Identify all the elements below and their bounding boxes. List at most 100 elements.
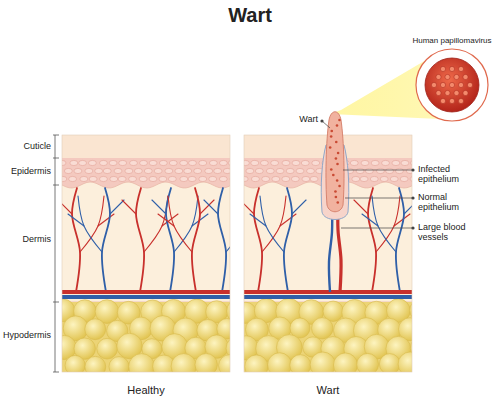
skin-cell [272,176,280,181]
capsomere [440,82,445,87]
skin-cell [149,160,157,165]
skin-cell [149,176,157,181]
skin-cell [251,160,259,165]
fat-cell [219,355,230,372]
skin-cell [307,168,315,173]
skin-cell [370,176,378,181]
capsomere [458,82,463,87]
blood-vessel [354,200,368,214]
capsomere [449,82,454,87]
skin-cell [180,176,188,181]
skin-cell [365,168,373,173]
leader-line [343,170,413,171]
blood-vessel [250,214,266,226]
skin-cell [114,168,122,173]
skin-cell [276,168,284,173]
layer-label: Hypodermis [1,330,51,340]
skin-cell [252,176,260,181]
skin-cell [165,168,173,173]
skin-cell [69,176,77,181]
blood-vessel [404,200,412,214]
skin-cell [255,168,263,173]
skin-cell [376,168,384,173]
infected-cell [336,124,339,127]
capsomere [440,98,445,103]
fat-cell [129,354,155,372]
infected-cell [330,135,333,138]
infected-cell [338,185,341,188]
skin-cell [282,176,290,181]
callout-label: Infected epithelium [418,164,484,185]
title: Wart [0,4,500,27]
skin-cell [129,176,137,181]
fat-cell [379,354,400,372]
skin-cell [266,168,274,173]
blood-vessel [362,214,378,226]
infected-cell [338,119,341,122]
infected-cell [330,168,333,171]
blood-vessel [244,200,254,214]
layer-label: Dermis [1,234,51,244]
skin-cell [89,176,97,181]
skin-cell [361,160,369,165]
skin-cell [350,160,358,165]
vein-band [244,295,412,299]
capsomere [445,74,450,79]
layer-label: Cuticle [1,141,51,151]
skin-cell [392,160,400,165]
skin-cell [139,176,147,181]
skin-cell [380,176,388,181]
skin-cell [371,160,379,165]
skin-cell [360,176,368,181]
skin-cell [395,168,403,173]
skin-cell [130,160,138,165]
skin-cell [168,176,176,181]
blood-vessel [192,188,200,292]
skin-cell [244,176,248,181]
bracket-tick [53,302,59,303]
infected-cell [336,163,339,166]
blood-vessel [284,188,292,292]
capsomere [467,82,472,87]
skin-cell [401,160,409,165]
skin-cell [70,160,78,165]
skin-cell [260,160,268,165]
skin-cell [310,176,318,181]
skin-cell [134,168,142,173]
infected-cell [337,152,340,155]
fat-cell [85,319,106,340]
skin-cell [223,168,230,173]
callout-label: Normal epithelium [418,192,484,213]
blood-vessel [396,188,404,292]
skin-cell [180,160,188,165]
callout-label: Wart [280,114,318,124]
capsomere [449,98,454,103]
leader-dot [411,226,414,229]
blood-vessel [122,200,136,214]
capsomere [449,66,454,71]
infected-cell [335,196,338,199]
skin-cell [74,168,82,173]
skin-cell [159,176,167,181]
capsomere [440,66,445,71]
blood-vessel [68,214,84,226]
skin-cell [219,160,227,165]
fat-cell [109,357,129,372]
skin-cell [209,176,217,181]
blood-vessel [152,200,166,214]
leader-line [341,228,413,229]
skin-cell [312,160,320,165]
capsomere [463,90,468,95]
skin-cell [99,176,107,181]
infected-cell [335,157,338,160]
leader-dot [320,119,323,122]
skin-cell [356,168,364,173]
skin-cell [95,168,103,173]
capsomere [463,74,468,79]
skin-cell [291,176,299,181]
leader-dot [411,196,414,199]
skin-cell [144,168,152,173]
skin-cell [246,168,254,173]
